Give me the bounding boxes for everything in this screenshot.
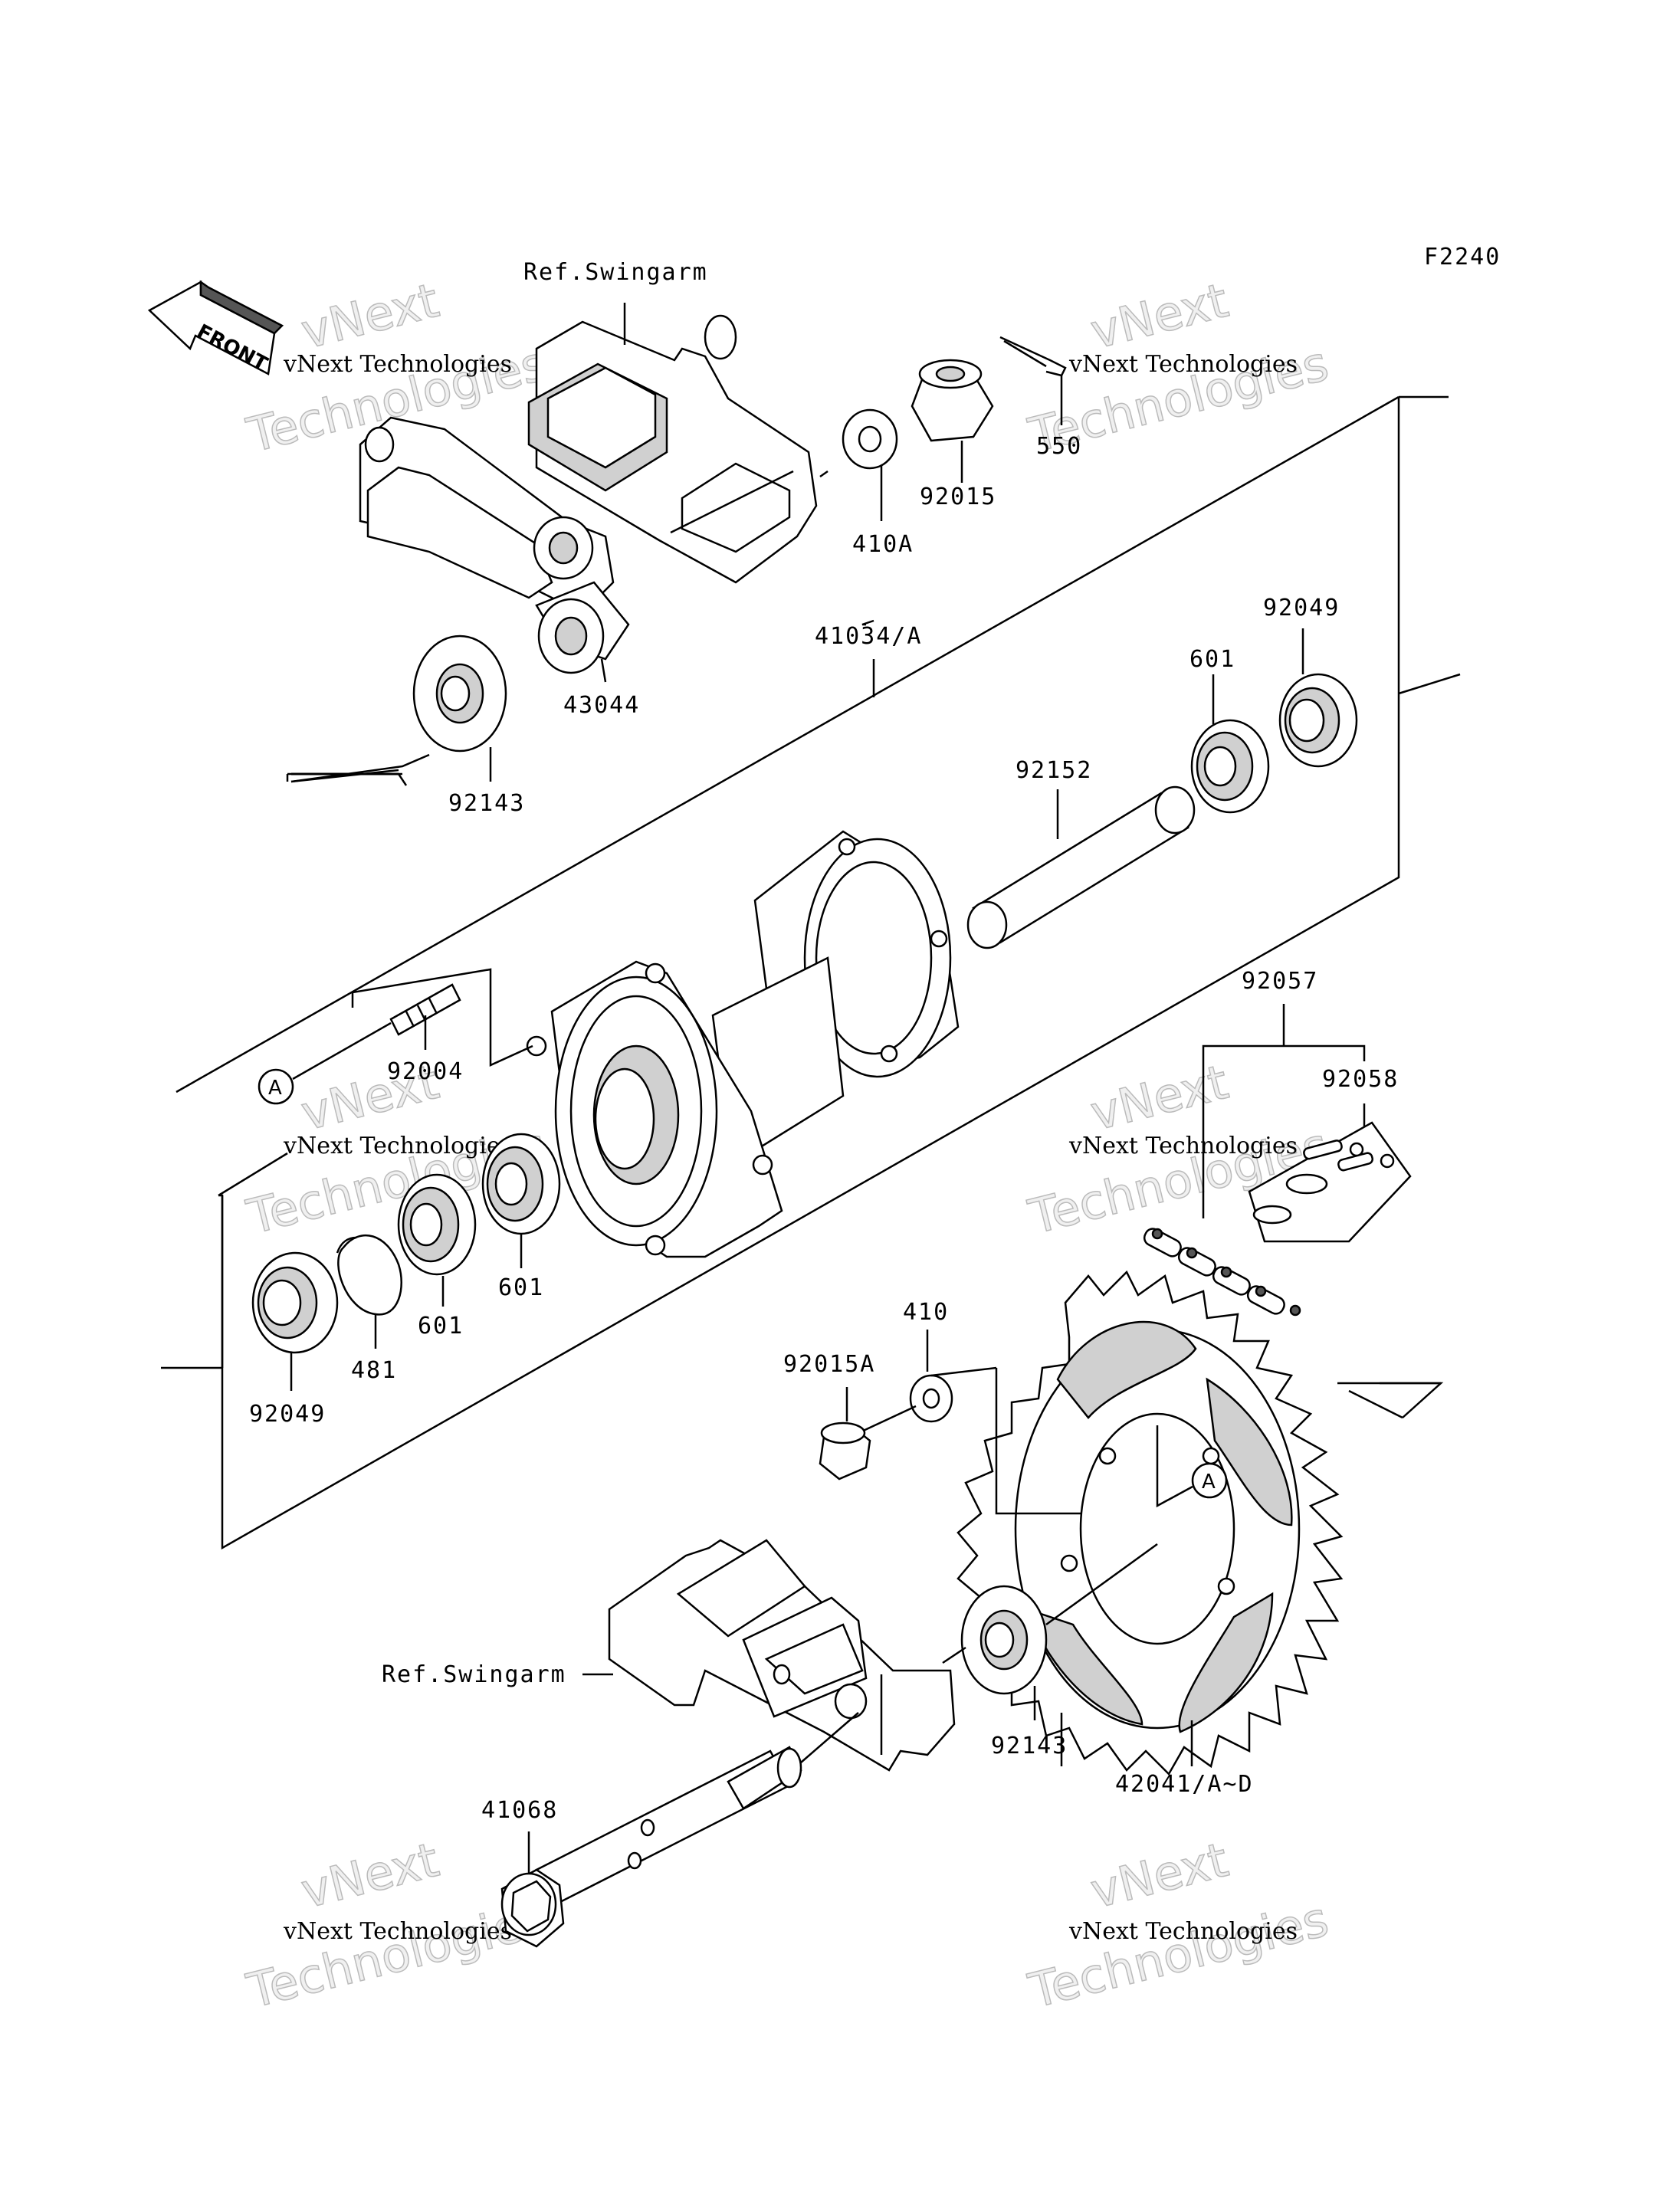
part-label: 92057: [1242, 968, 1318, 995]
svg-text:vNext: vNext: [1085, 272, 1233, 360]
svg-text:A: A: [268, 1077, 282, 1100]
part-label: 550: [1036, 433, 1082, 460]
ref-swingarm-label: Ref.Swingarm: [382, 1661, 566, 1688]
part-label: 92143: [448, 790, 525, 817]
svg-text:vNext Technologies: vNext Technologies: [1068, 351, 1298, 378]
svg-text:vNext Technologies: vNext Technologies: [283, 1133, 512, 1159]
circlip-481: [336, 1234, 402, 1316]
part-label: 92049: [1263, 595, 1340, 621]
stud-92004: [389, 983, 461, 1036]
part-label: 92152: [1016, 757, 1092, 784]
part-label: 410: [903, 1299, 949, 1326]
svg-text:A: A: [1202, 1471, 1216, 1494]
swingarm-lower: [608, 1539, 956, 1772]
part-label: 601: [1189, 646, 1235, 673]
svg-text:vNext Technologies: vNext Technologies: [283, 1918, 512, 1945]
part-label: 92015: [920, 484, 996, 510]
part-label: 43044: [563, 692, 640, 719]
bearing-601-lower-b: [397, 1173, 477, 1276]
part-label: 410A: [852, 531, 914, 558]
part-label: 601: [498, 1274, 544, 1301]
axle-41068: [500, 1746, 802, 1948]
svg-text:vNext: vNext: [296, 272, 444, 360]
svg-text:vNext: vNext: [296, 1831, 444, 1920]
part-label: 92143: [991, 1733, 1068, 1759]
drive-chain-92057: [1143, 1228, 1301, 1317]
part-label: 601: [418, 1313, 464, 1340]
master-link-92058: [1248, 1121, 1412, 1243]
spacer-92143-lower: [960, 1585, 1048, 1695]
svg-text:vNext: vNext: [1085, 1831, 1233, 1920]
swingarm-upper: [359, 303, 818, 674]
rear-hub: [526, 830, 960, 1258]
bearing-601-upper: [1190, 719, 1270, 814]
nut-92015: [911, 359, 994, 442]
collar-92152: [966, 785, 1196, 949]
part-label: 92004: [387, 1058, 464, 1085]
svg-text:vNext Technologies: vNext Technologies: [1068, 1918, 1298, 1945]
svg-text:Technologies: Technologies: [1023, 1890, 1334, 2018]
cotter-pin-550: [999, 336, 1067, 377]
sprocket-42041: [956, 1270, 1344, 1776]
reference-marker-a: A: [1191, 1462, 1228, 1499]
part-label: 41034/A: [815, 623, 922, 650]
part-label: 92015A: [783, 1351, 875, 1378]
svg-text:vNext Technologies: vNext Technologies: [283, 351, 512, 378]
ref-swingarm-label: Ref.Swingarm: [523, 259, 708, 286]
reference-marker-a: A: [258, 1068, 294, 1105]
oil-seal-92049-upper: [1278, 673, 1358, 768]
part-label: 481: [351, 1357, 397, 1384]
part-label: 92058: [1322, 1066, 1399, 1093]
washer-410: [909, 1374, 953, 1423]
oil-seal-92049-lower: [251, 1251, 339, 1354]
front-arrow-icon: FRONT: [147, 280, 284, 376]
svg-text:vNext: vNext: [1085, 1054, 1233, 1142]
svg-text:vNext Technologies: vNext Technologies: [1068, 1133, 1298, 1159]
part-label: 41068: [481, 1797, 558, 1824]
watermark: Technologies vNext vNext Technologies: [1022, 1831, 1334, 2019]
nut-92015a: [819, 1421, 871, 1481]
spacer-92143-upper: [412, 635, 507, 753]
part-label: 42041/A~D: [1115, 1771, 1254, 1798]
washer-410a: [842, 408, 898, 470]
part-label: 92049: [249, 1401, 326, 1428]
figure-code: F2240: [1424, 244, 1501, 271]
bearing-601-lower-a: [481, 1133, 561, 1235]
